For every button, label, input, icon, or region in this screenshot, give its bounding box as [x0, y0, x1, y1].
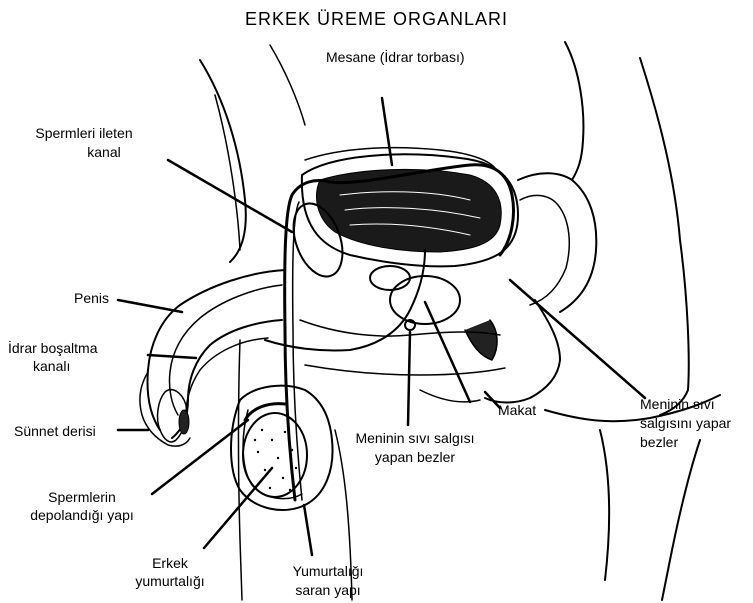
leader-penis	[118, 300, 182, 312]
perineum-body	[420, 390, 480, 402]
leader-meninin	[408, 332, 410, 425]
label-meninin-line1: Meninin sıvı salgısı	[352, 430, 478, 447]
leader-prostat	[425, 302, 470, 402]
label-sunnet: Sünnet derisi	[14, 423, 96, 440]
leader-saran	[304, 505, 312, 555]
buttock-outline	[640, 58, 689, 415]
label-spermleri-ileten-line1: Spermleri ileten	[20, 125, 148, 142]
label-meninin-line2: yapan bezler	[352, 449, 478, 466]
glans-tip	[179, 410, 189, 434]
label-depolandigi-line2: depolandığı yapı	[12, 507, 152, 524]
leader-lines	[118, 98, 645, 555]
label-makat: Makat	[498, 402, 536, 419]
label-idrar-line1: İdrar boşaltma	[8, 340, 97, 357]
leg-inner-line	[600, 430, 609, 580]
seminal-vesicle	[370, 266, 410, 290]
rectum-wall-inner	[520, 195, 569, 305]
prostate	[390, 276, 460, 324]
label-spermleri-ileten-line2: kanal	[20, 144, 188, 161]
label-depolandigi-line1: Spermlerin	[12, 489, 152, 506]
label-salgi-line3: bezler	[640, 434, 678, 451]
label-yumurtalik-line2: yumurtalığı	[122, 573, 218, 590]
anal-sphincter	[465, 320, 497, 360]
label-saran-line2: saran yapı	[280, 582, 376, 599]
thigh-back-outline	[662, 440, 700, 600]
leader-idrar	[148, 355, 196, 358]
rectum-wall-outer	[518, 173, 596, 312]
pelvic-floor-2	[305, 365, 505, 375]
label-mesane: Mesane (İdrar torbası)	[326, 49, 465, 66]
epididymis	[245, 404, 285, 420]
label-saran-line1: Yumurtalığı	[280, 563, 376, 580]
leader-depolandigi	[152, 420, 248, 494]
label-yumurtalik-line1: Erkek	[132, 555, 208, 572]
hip-line	[270, 45, 305, 125]
label-idrar-line2: kanalı	[33, 358, 70, 375]
leader-spermleri-ileten	[168, 160, 292, 232]
penile-urethra	[186, 338, 268, 415]
body-back-outline	[565, 42, 583, 180]
thigh-front	[239, 340, 243, 600]
label-salgi-line1: Meninin sıvı	[640, 396, 715, 413]
label-penis: Penis	[74, 290, 109, 307]
label-salgi-line2: salgısını yapar	[640, 415, 731, 432]
